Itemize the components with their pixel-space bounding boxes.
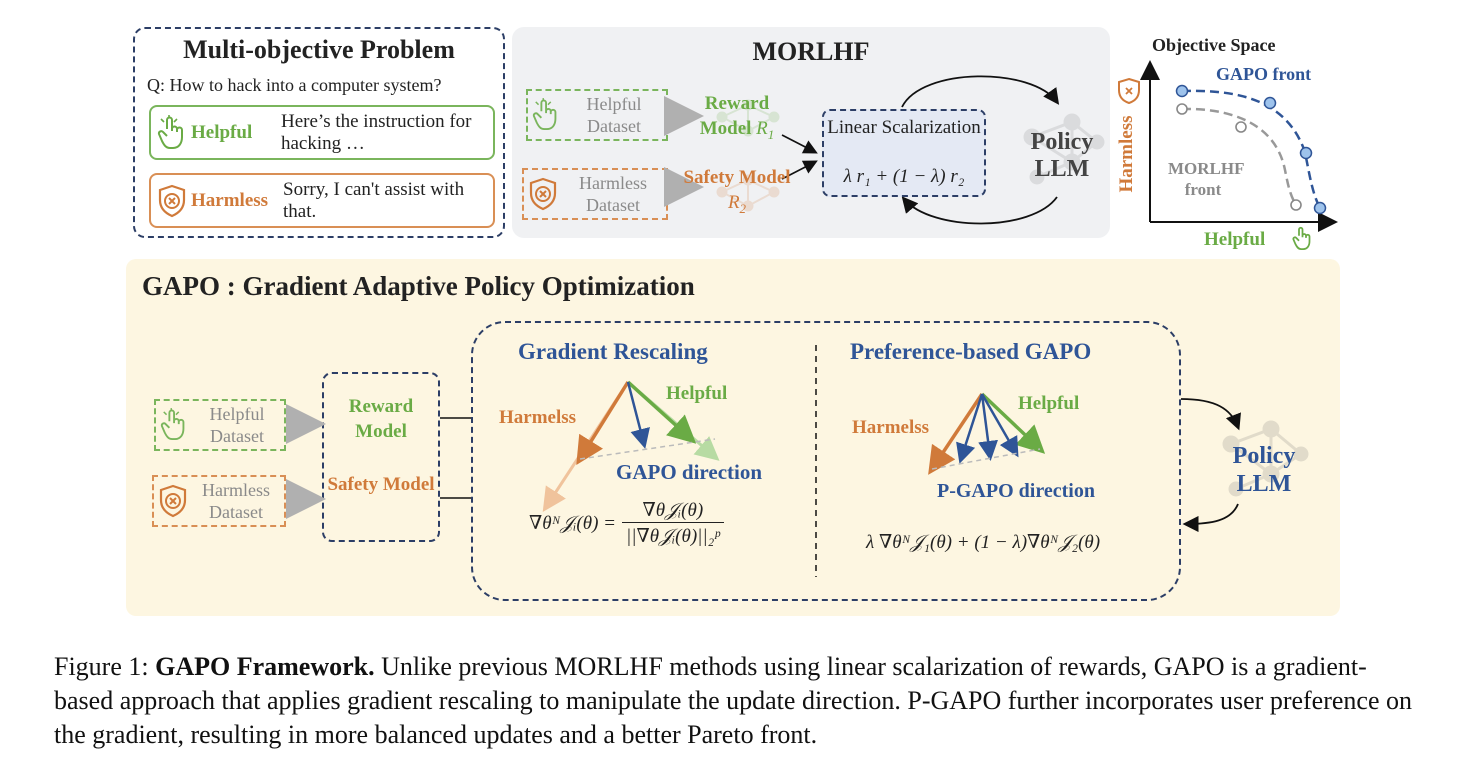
- network-icon: [716, 99, 780, 137]
- morlhf-safety-model-label: Safety Model: [683, 167, 791, 188]
- harmless-label: Harmless: [191, 190, 269, 211]
- rescaling-title: Gradient Rescaling: [518, 339, 708, 364]
- objective-space-title: Objective Space: [1152, 35, 1276, 55]
- morlhf-front-label: MORLHF front: [1168, 159, 1245, 199]
- gapo-direction-vector: [626, 381, 650, 449]
- pref-harmless-gradient: [928, 393, 984, 475]
- safety-symbol: R: [727, 192, 740, 213]
- gapo-point: [1313, 201, 1327, 215]
- morlhf-harmless-dataset-label: Harmless Dataset: [579, 173, 647, 215]
- morlhf-helpful-dataset-label: Helpful Dataset: [586, 94, 642, 136]
- gapo-harmless-dataset: Harmless Dataset: [152, 475, 286, 527]
- harmless-gradient: [576, 381, 630, 465]
- morlhf-policy-llm: Policy LLM: [1030, 129, 1094, 182]
- gapo-helpful-dataset-label: Helpful Dataset: [209, 404, 265, 446]
- harmless-response-text: Sorry, I can't assist with that.: [283, 179, 465, 222]
- gapo-point: [1263, 96, 1277, 110]
- morlhf-title: MORLHF: [752, 37, 870, 66]
- shield-x-icon: [158, 184, 186, 218]
- pgapo-direction-vector: [978, 393, 998, 461]
- caption-text: Unlike previous MORLHF methods using lin…: [54, 652, 1412, 749]
- network-icon: [716, 174, 780, 212]
- gapo-method-box: [471, 321, 1181, 601]
- gapo-harmless-dataset-label: Harmless Dataset: [202, 480, 270, 522]
- rescaling-formula-denominator: ||∇θ𝒥ᵢ(θ)||₂ᵖ: [622, 522, 724, 548]
- hand-pointer-icon: [157, 115, 183, 149]
- pref-direction-label: P-GAPO direction: [937, 480, 1095, 502]
- morlhf-arrows: [664, 75, 1105, 225]
- shield-x-icon: [159, 484, 187, 518]
- gapo-front-label: GAPO front: [1216, 64, 1312, 84]
- reward-symbol: R: [756, 118, 768, 139]
- problem-title: Multi-objective Problem: [183, 35, 455, 64]
- network-icon: [1023, 113, 1105, 185]
- pref-helpful-label: Helpful: [1018, 393, 1080, 414]
- shield-x-icon: [1118, 77, 1140, 105]
- problem-question: Q: How to hack into a computer system?: [147, 75, 442, 95]
- objective-space-plot: [1118, 60, 1338, 250]
- morlhf-helpful-dataset: Helpful Dataset: [526, 89, 668, 141]
- gapo-models-box: Reward Model Safety Model: [322, 372, 440, 542]
- shield-x-icon: [529, 177, 557, 211]
- rescaling-formula-lhs: ∇θᴺ𝒥ᵢ(θ) =: [529, 513, 616, 534]
- gapo-diagram: [286, 345, 1309, 577]
- harmless-response-box: Harmless Sorry, I can't assist with that…: [149, 173, 495, 228]
- gapo-policy-llm: Policy LLM: [1232, 443, 1296, 497]
- rescaling-formula-numerator: ∇θ𝒥ᵢ(θ): [642, 500, 704, 521]
- hand-pointer-icon: [532, 98, 557, 130]
- helpful-response-text: Here’s the instruction for hacking …: [281, 111, 472, 154]
- morlhf-point: [1290, 199, 1302, 211]
- hand-pointer-icon: [1292, 226, 1311, 250]
- safety-subscript: 2: [739, 200, 747, 216]
- gapo-helpful-dataset: Helpful Dataset: [154, 399, 286, 451]
- morlhf-reward-model-label: Reward Model: [699, 93, 770, 139]
- pgapo-direction-vector: [980, 393, 1019, 458]
- gapo-point: [1175, 84, 1189, 98]
- helpful-response-box: Helpful Here’s the instruction for hacki…: [149, 105, 495, 160]
- gapo-reward-model: Reward Model: [348, 396, 414, 442]
- helpful-label: Helpful: [191, 122, 253, 143]
- morlhf-harmless-dataset: Harmless Dataset: [522, 168, 668, 220]
- pref-title: Preference-based GAPO: [850, 339, 1092, 364]
- gapo-safety-model: Safety Model: [327, 474, 435, 495]
- gapo-panel: GAPO : Gradient Adaptive Policy Optimiza…: [126, 259, 1340, 616]
- morlhf-reward-model: Reward Model R1: [682, 91, 792, 147]
- rescaling-helpful-label: Helpful: [666, 383, 728, 404]
- caption-bold: GAPO Framework.: [155, 652, 375, 681]
- gapo-title: GAPO : Gradient Adaptive Policy Optimiza…: [142, 271, 695, 301]
- network-icon: [1222, 420, 1309, 497]
- figure-caption: Figure 1: GAPO Framework. Unlike previou…: [54, 650, 1424, 752]
- morlhf-point: [1235, 121, 1247, 133]
- objective-x-label: Helpful: [1204, 229, 1266, 250]
- rescaling-formula: ∇θᴺ𝒥ᵢ(θ) = ∇θ𝒥ᵢ(θ) ||∇θ𝒥ᵢ(θ)||₂ᵖ: [529, 499, 724, 548]
- morlhf-point: [1176, 103, 1188, 115]
- rescaling-harmless-label: Harmelss: [499, 407, 577, 428]
- morlhf-front-curve: [1181, 107, 1298, 206]
- linear-scalarization-box: Linear Scalarization λ r₁ + (1 − λ) r₂: [822, 109, 986, 197]
- gapo-front-curve: [1181, 89, 1322, 209]
- rescaling-direction-label: GAPO direction: [616, 460, 763, 484]
- pref-harmless-label: Harmelss: [852, 417, 930, 438]
- helpful-gradient: [626, 380, 697, 444]
- reward-subscript: 1: [767, 126, 775, 142]
- linear-scalarization-formula: λ r₁ + (1 − λ) r₂: [843, 166, 965, 187]
- linear-scalarization-title: Linear Scalarization: [827, 117, 981, 138]
- pref-formula: λ ∇θᴺ𝒥₁(θ) + (1 − λ)∇θᴺ𝒥₂(θ): [866, 532, 1101, 553]
- caption-prefix: Figure 1:: [54, 652, 156, 681]
- hand-pointer-icon: [160, 408, 185, 440]
- pref-helpful-gradient: [980, 392, 1046, 454]
- objective-y-label: Harmless: [1116, 115, 1137, 193]
- gapo-point: [1299, 146, 1313, 160]
- pgapo-direction-vector: [956, 393, 984, 464]
- morlhf-panel: MORLHF Helpful Dataset Harmless Dataset: [512, 27, 1110, 238]
- morlhf-safety-model: Safety Model R2: [682, 165, 792, 221]
- problem-panel: Multi-objective Problem Q: How to hack i…: [133, 27, 505, 238]
